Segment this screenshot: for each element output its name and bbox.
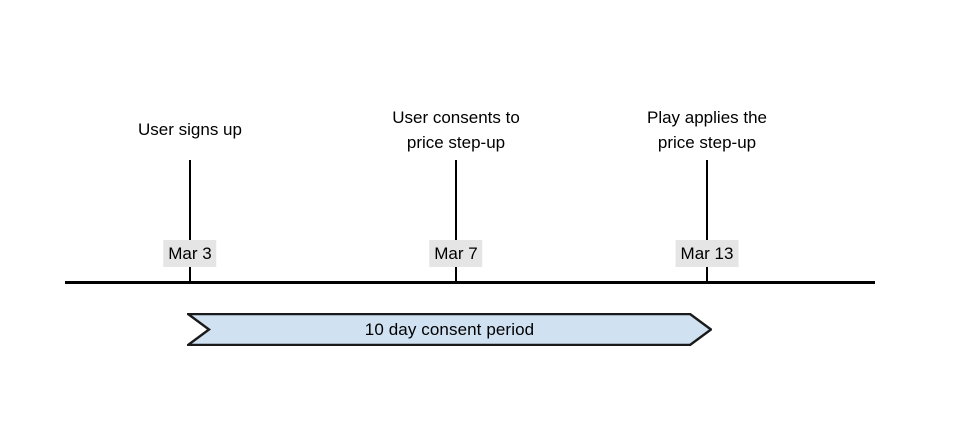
milestone-tick-signup [189, 160, 191, 282]
milestone-label-consent: User consents to price step-up [392, 108, 520, 152]
milestone-date-signup: Mar 3 [163, 240, 217, 267]
milestone-label-applied: Play applies the price step-up [646, 108, 768, 152]
milestone-date-applied: Mar 13 [675, 240, 739, 267]
milestone-tick-applied [706, 160, 708, 282]
consent-period-banner-label: 10 day consent period [364, 319, 535, 339]
milestone-date-consent: Mar 7 [429, 240, 483, 267]
timeline-axis [65, 281, 875, 284]
milestone-tick-consent [455, 160, 457, 282]
milestone-label-signup: User signs up [138, 120, 242, 139]
